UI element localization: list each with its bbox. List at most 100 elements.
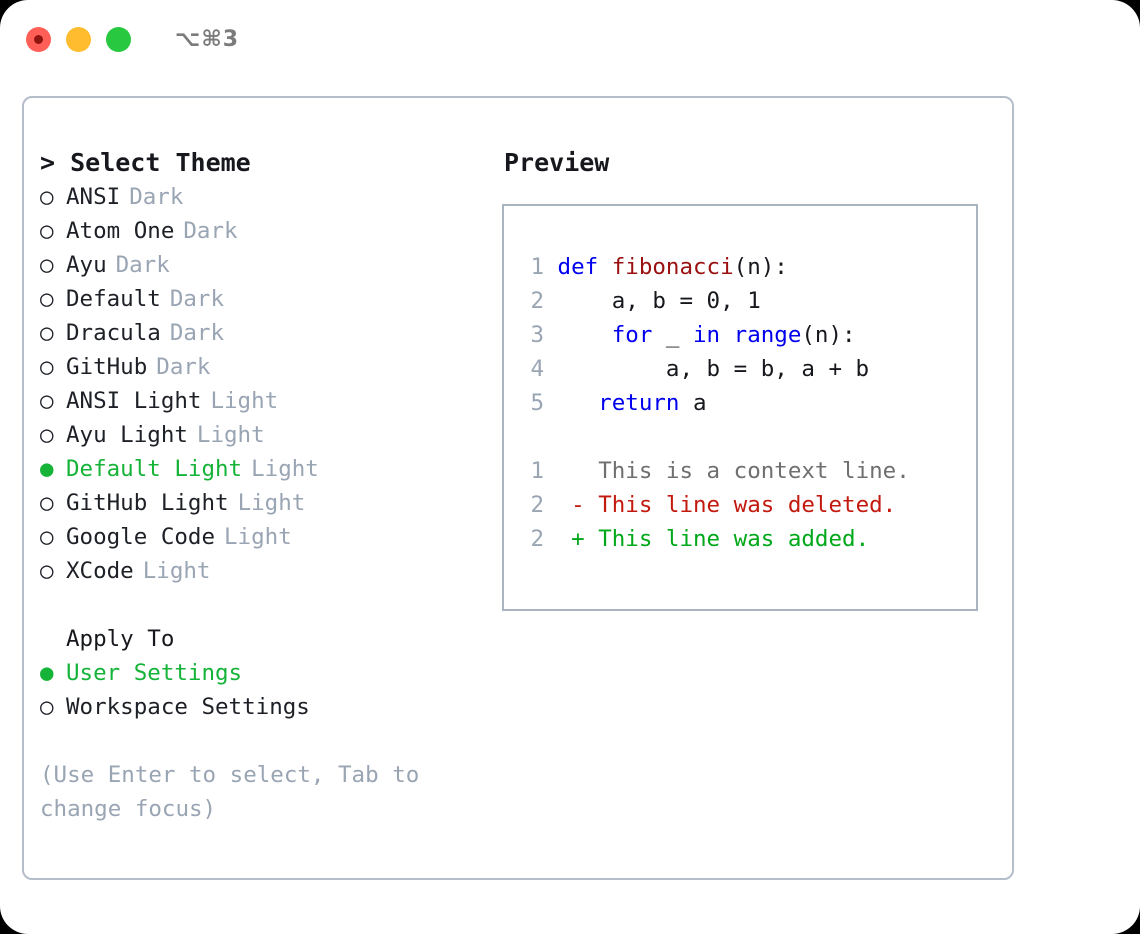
code-token: a, b = b, a + b: [557, 356, 870, 382]
apply-to-option-list[interactable]: ●User Settings ○ Workspace Settings: [40, 656, 502, 724]
radio-unselected-icon: ○: [40, 490, 54, 516]
code-line: 5 return a: [516, 386, 976, 420]
radio-unselected-icon: ○: [40, 524, 54, 550]
theme-variant-tag: Dark: [169, 286, 225, 312]
code-line: 3 for _ in range(n):: [516, 318, 976, 352]
keyboard-shortcut-label: ⌥⌘3: [175, 26, 240, 52]
theme-option-label: XCode: [66, 558, 134, 584]
radio-selected-icon: ●: [40, 456, 54, 482]
code-token: (n):: [733, 254, 788, 280]
theme-variant-tag: Light: [224, 524, 292, 550]
theme-option-default-light[interactable]: ● Default Light Light: [40, 452, 502, 486]
theme-option-label: ANSI: [66, 184, 121, 210]
radio-unselected-icon: ○: [40, 388, 54, 414]
diff-text: This is a context line.: [598, 458, 910, 484]
theme-option-label: Ayu: [66, 252, 107, 278]
theme-option-label: Google Code: [66, 524, 216, 550]
theme-option-label: Atom One: [66, 218, 175, 244]
section-spacer: [40, 588, 502, 622]
radio-unselected-icon: ○: [40, 558, 54, 584]
radio-unselected-icon: ○: [40, 184, 54, 210]
preview-column: Preview 1 def fibonacci(n):2 a, b = 0, 1…: [502, 98, 1012, 878]
diff-marker: +: [571, 526, 599, 552]
line-number: 2: [530, 526, 544, 552]
theme-variant-tag: Dark: [129, 184, 184, 210]
theme-option-label: Default: [66, 286, 161, 312]
theme-variant-tag: Light: [210, 388, 279, 414]
theme-option-label: Ayu Light: [66, 422, 188, 448]
code-token: (n):: [801, 322, 856, 348]
code-diff-spacer: [516, 420, 976, 454]
apply-to-option-user-settings[interactable]: ●User Settings: [40, 656, 502, 690]
code-line: 4 a, b = b, a + b: [516, 352, 976, 386]
line-number: 1: [530, 458, 544, 484]
theme-option-label: Default Light: [66, 456, 243, 482]
code-token: a: [679, 390, 707, 416]
code-token: in range: [693, 322, 802, 348]
theme-variant-tag: Light: [251, 456, 319, 482]
theme-option-ansi-light[interactable]: ○ ANSI Light Light: [40, 384, 502, 418]
apply-to-option-workspace-settings[interactable]: ○ Workspace Settings: [40, 690, 502, 724]
theme-variant-tag: Dark: [169, 320, 225, 346]
theme-variant-tag: Light: [196, 422, 265, 448]
maximize-window-button[interactable]: [106, 26, 131, 52]
theme-option-ayu[interactable]: ○ Ayu Dark: [40, 248, 502, 282]
theme-option-label: GitHub Light: [66, 490, 229, 516]
theme-variant-tag: Light: [237, 490, 306, 516]
theme-option-dracula[interactable]: ○ Dracula Dark: [40, 316, 502, 350]
radio-unselected-icon: ○: [40, 694, 54, 720]
theme-option-ayu-light[interactable]: ○ Ayu Light Light: [40, 418, 502, 452]
line-number: 5: [530, 390, 544, 416]
diff-line: 2 + This line was added.: [516, 522, 976, 556]
apply-to-option-label: User Settings: [66, 660, 243, 686]
diff-text: This line was added.: [598, 526, 870, 552]
code-line: 1 def fibonacci(n):: [516, 250, 976, 284]
keyboard-hint-text: (Use Enter to select, Tab to change focu…: [40, 762, 433, 822]
close-window-button[interactable]: [26, 26, 51, 52]
line-number: 4: [530, 356, 544, 382]
radio-unselected-icon: ○: [40, 354, 54, 380]
code-token: fibonacci: [611, 254, 734, 280]
radio-unselected-icon: ○: [40, 422, 54, 448]
theme-option-label: Dracula: [66, 320, 161, 346]
apply-to-option-label: Workspace Settings: [66, 694, 310, 720]
theme-variant-tag: Dark: [115, 252, 170, 278]
code-line: 2 a, b = 0, 1: [516, 284, 976, 318]
radio-unselected-icon: ○: [40, 252, 54, 278]
diff-marker: [571, 458, 598, 484]
diff-line: 2 - This line was deleted.: [516, 488, 976, 522]
code-token: return: [557, 390, 680, 416]
theme-option-label: GitHub: [66, 354, 148, 380]
window-titlebar: ⌥⌘3: [0, 0, 1140, 78]
diff-marker: -: [571, 492, 599, 518]
diff-text: This line was deleted.: [598, 492, 897, 518]
theme-variant-tag: Dark: [156, 354, 211, 380]
theme-variant-tag: Light: [142, 558, 211, 584]
radio-unselected-icon: ○: [40, 286, 54, 312]
line-number: 2: [530, 288, 544, 314]
window-controls: [26, 26, 131, 52]
diff-sample: 1 This is a context line. 2 - This line w…: [516, 454, 976, 556]
preview-heading: Preview: [504, 148, 610, 177]
theme-option-google-code[interactable]: ○ Google Code Light: [40, 520, 502, 554]
code-token: def: [557, 254, 612, 280]
theme-option-xcode[interactable]: ○ XCode Light: [40, 554, 502, 588]
radio-unselected-icon: ○: [40, 320, 54, 346]
theme-option-github-light[interactable]: ○ GitHub Light Light: [40, 486, 502, 520]
theme-option-ansi[interactable]: ○ ANSI Dark: [40, 180, 502, 214]
minimize-window-button[interactable]: [66, 26, 91, 52]
theme-option-label: ANSI Light: [66, 388, 202, 414]
line-number: 2: [530, 492, 544, 518]
select-theme-heading: > Select Theme: [40, 148, 251, 177]
theme-variant-tag: Dark: [183, 218, 238, 244]
theme-option-default[interactable]: ○ Default Dark: [40, 282, 502, 316]
theme-option-github[interactable]: ○ GitHub Dark: [40, 350, 502, 384]
line-number: 3: [530, 322, 544, 348]
